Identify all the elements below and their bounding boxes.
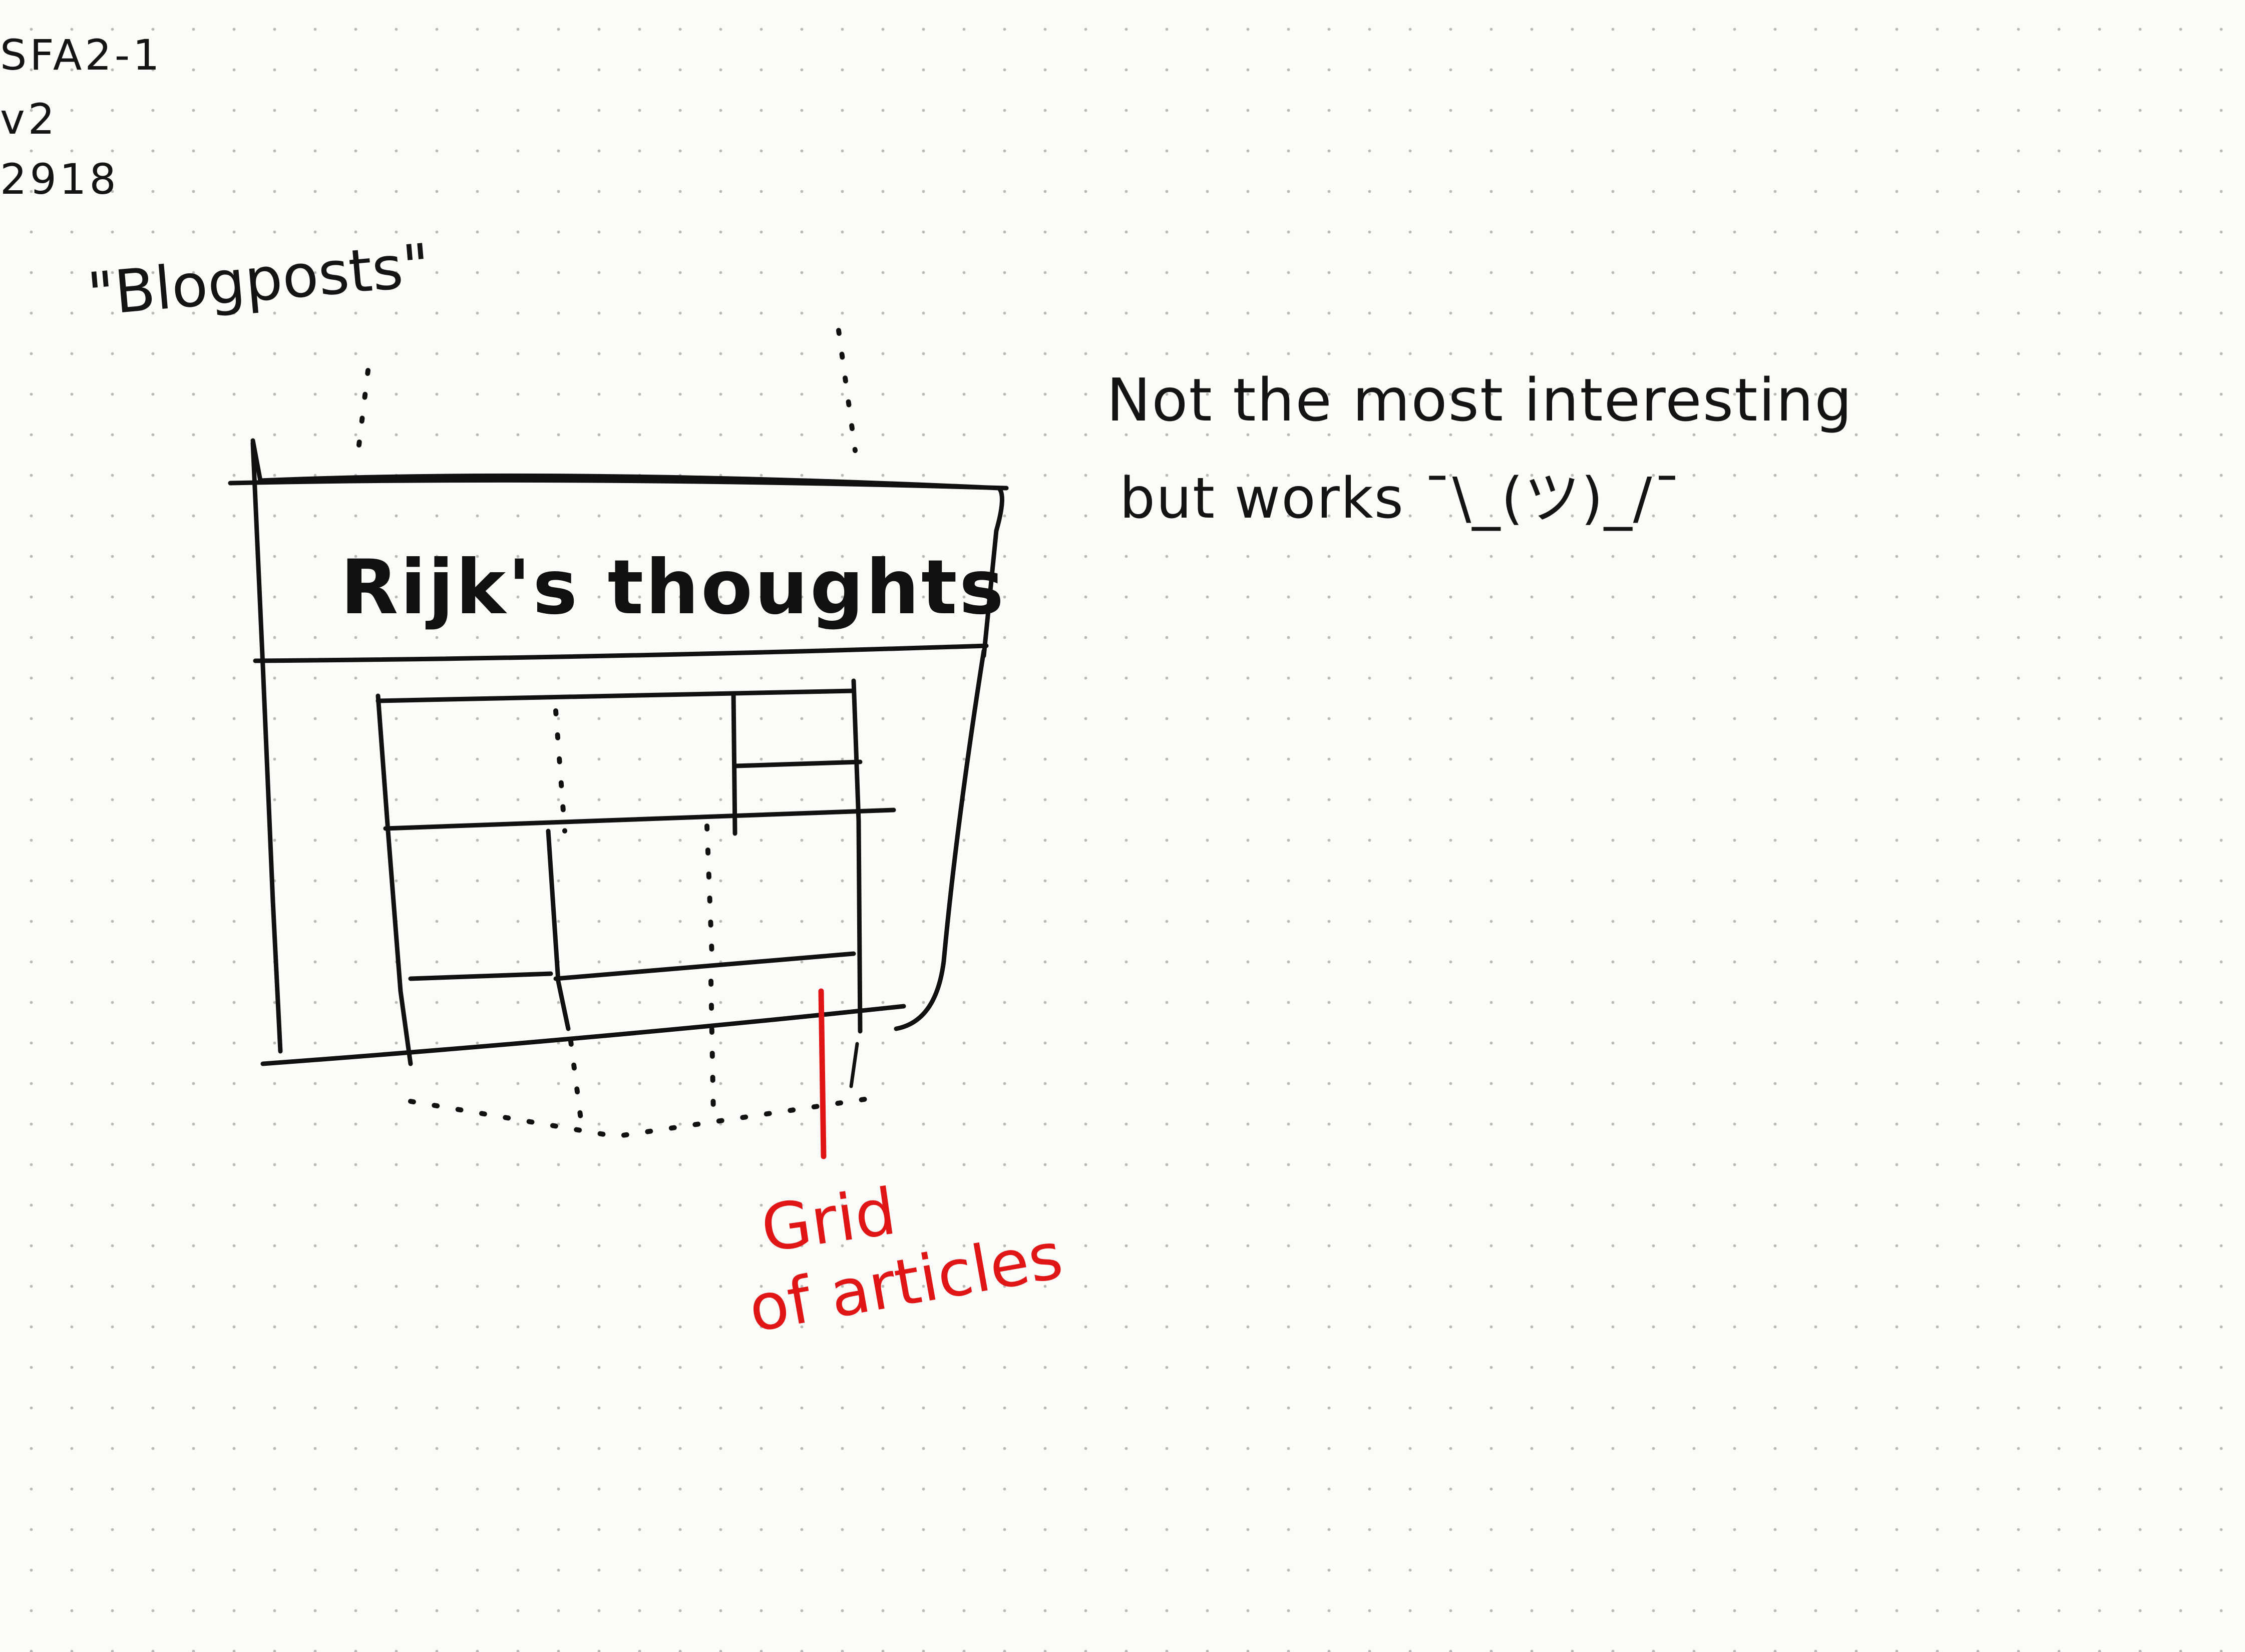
grid-top-border xyxy=(376,688,856,703)
grid-guide-2 xyxy=(704,823,714,959)
version-label: v2 xyxy=(0,95,58,144)
right-edge-guide xyxy=(836,328,858,453)
annotation-pointer-line xyxy=(818,988,827,1159)
grid-guide-3 xyxy=(708,979,716,1119)
grid-guide-bottom xyxy=(408,1094,886,1139)
grid-row-divider-2b xyxy=(553,951,856,981)
browser-frame-left xyxy=(250,441,283,1054)
number-label: 2918 xyxy=(0,155,119,204)
browser-frame-bottom xyxy=(260,1004,906,1066)
grid-row-divider-1 xyxy=(383,807,896,831)
grid-row-divider-2a xyxy=(408,971,553,981)
grid-small-cell-divider xyxy=(733,759,863,768)
grid-guide-1 xyxy=(553,708,567,834)
note-line-1: Not the most interesting xyxy=(1106,365,1853,435)
grid-guide-4 xyxy=(568,1039,583,1121)
grid-guide-right xyxy=(849,1042,859,1088)
sheet-id-label: SFA2-1 xyxy=(0,31,163,80)
header-divider xyxy=(253,643,989,663)
grid-col-divider-top xyxy=(731,691,737,836)
wireframe-header-text: Rijk's thoughts xyxy=(340,544,1006,631)
annotation-text-line-1: Grid xyxy=(757,1174,901,1267)
grid-left-border xyxy=(376,693,413,1066)
grid-col-divider-middle xyxy=(546,829,571,1031)
grid-right-border xyxy=(851,678,863,1034)
left-edge-guide xyxy=(354,368,370,468)
note-line-2: but works ¯\_(ツ)_/¯ xyxy=(1119,466,1682,531)
browser-frame-right xyxy=(894,648,986,1031)
browser-frame-top xyxy=(228,438,1009,658)
